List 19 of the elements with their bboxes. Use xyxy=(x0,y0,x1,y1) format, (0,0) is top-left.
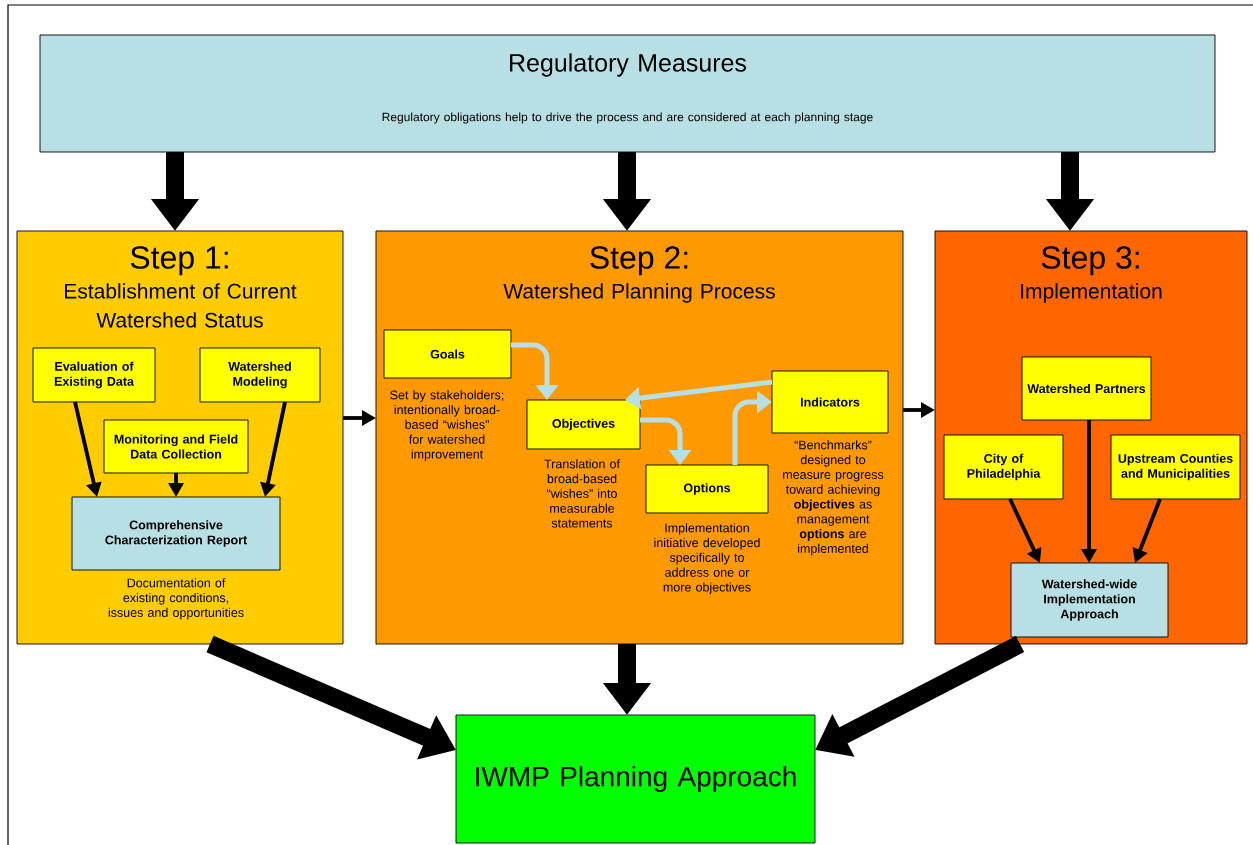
process-box: Objectives xyxy=(526,399,641,450)
node-caption: Documentation of existing conditions, issues and opportunities xyxy=(108,578,244,620)
process-box: Options xyxy=(645,464,769,514)
node-caption: Implementation initiative developed specifically to address one or more objectives xyxy=(654,523,760,595)
process-box: Goals xyxy=(383,329,512,379)
process-box: Indicators xyxy=(771,370,889,434)
process-box: Comprehensive Characterization Report xyxy=(71,496,281,571)
node-caption: Set by stakeholders; intentionally broad-based “wishes” for watershed improvement xyxy=(390,390,504,462)
node-caption: “Benchmarks” designed to measure progress toward achieving objectives as management options are implemented xyxy=(783,440,884,556)
process-box: Monitoring and Field Data Collection xyxy=(103,419,249,474)
process-box: Watershed-wide Implementation Approach xyxy=(1010,562,1169,638)
process-box: Upstream Counties and Municipalities xyxy=(1110,434,1241,500)
result-box: IWMP Planning Approach xyxy=(455,714,816,844)
process-box: Watershed Modeling xyxy=(199,347,321,403)
process-box: Watershed Partners xyxy=(1021,356,1152,421)
banner-box: Regulatory Measures Regulatory obligations help to drive the process and are considered at each planning stage xyxy=(39,34,1216,153)
process-box: Evaluation of Existing Data xyxy=(32,347,156,403)
process-box: City of Philadelphia xyxy=(943,434,1064,500)
node-caption: Translation of broad-based “wishes” into measurable statements xyxy=(544,459,620,528)
